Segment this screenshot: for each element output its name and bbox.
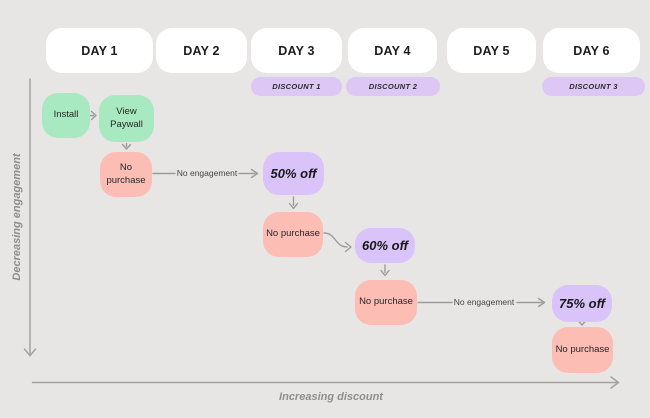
discount-tag-2: DISCOUNT 2 [346, 77, 440, 96]
node-no-purchase-3: No purchase [355, 280, 417, 325]
day-pill-1: DAY 1 [46, 28, 153, 73]
horizontal-axis-arrow [31, 376, 620, 389]
node-install: Install [42, 93, 90, 138]
day-pill-2: DAY 2 [156, 28, 247, 73]
discount-tag-3: DISCOUNT 3 [542, 77, 645, 96]
vertical-axis-label: Decreasing engagement [11, 153, 23, 281]
day-pill-6: DAY 6 [543, 28, 640, 73]
node-offer-50: 50% off [263, 152, 324, 195]
arrow-offer-50-to-no-purchase-2 [288, 196, 299, 210]
arrow-no-purchase-2-to-offer-60 [323, 232, 352, 253]
edge-label-no-engagement-2: No engagement [453, 297, 515, 307]
vertical-axis-arrow [23, 78, 37, 357]
arrow-offer-60-to-no-purchase-3 [380, 264, 390, 277]
node-no-purchase-4: No purchase [552, 327, 613, 373]
edge-label-no-engagement-1: No engagement [176, 168, 238, 178]
node-no-purchase-2: No purchase [263, 212, 323, 257]
day-pill-3: DAY 3 [251, 28, 342, 73]
arrow-view-paywall-to-no-purchase-1 [121, 142, 132, 150]
day-pill-5: DAY 5 [447, 28, 536, 73]
day-pill-4: DAY 4 [348, 28, 437, 73]
horizontal-axis-label: Increasing discount [279, 391, 383, 403]
node-view-paywall: View Paywall [99, 95, 154, 142]
node-offer-75: 75% off [552, 285, 612, 322]
discount-tag-1: DISCOUNT 1 [251, 77, 342, 96]
node-offer-60: 60% off [355, 228, 415, 263]
node-no-purchase-1: No purchase [100, 152, 152, 197]
